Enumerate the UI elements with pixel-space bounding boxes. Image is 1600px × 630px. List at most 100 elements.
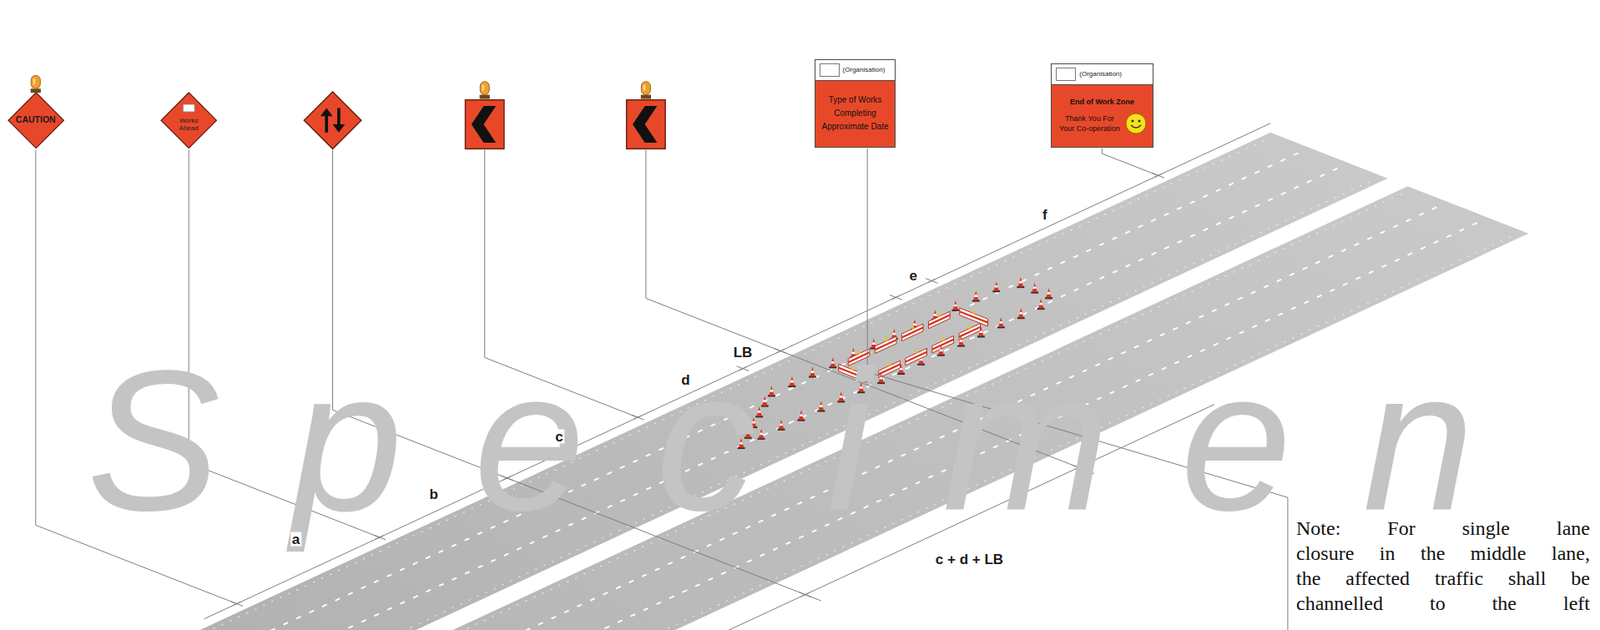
- cone-band: [879, 377, 884, 380]
- traffic-cone: [750, 417, 758, 429]
- dimension-tick: [892, 295, 901, 300]
- cone-base: [755, 415, 763, 418]
- watermark: Specimen: [86, 340, 1545, 541]
- cone-base: [877, 382, 885, 384]
- cone-body: [938, 345, 944, 356]
- dimension-label: d: [679, 372, 692, 387]
- barrier-board: [928, 311, 950, 329]
- sign-text: CAUTION: [15, 115, 56, 126]
- barrier-board: [905, 348, 928, 365]
- cone-body: [789, 376, 795, 387]
- cone-body: [738, 438, 744, 449]
- dimension-lines: [204, 123, 1272, 630]
- sign-leader-line: [188, 150, 380, 538]
- arrow-symbol: [333, 107, 346, 132]
- cone-base: [737, 447, 746, 450]
- traffic-cone: [755, 406, 763, 418]
- traffic-cone: [788, 376, 797, 388]
- cone-band: [1047, 292, 1051, 295]
- lane-marking: [0, 150, 1305, 630]
- cone-base: [957, 344, 965, 347]
- board-header: (Organisation): [1051, 64, 1152, 86]
- dimension-tick: [631, 414, 645, 420]
- barrier-lamp: [968, 325, 972, 329]
- cone-band: [899, 368, 904, 371]
- cone-band: [892, 333, 896, 336]
- sign-plate: [182, 104, 195, 112]
- two-way-traffic-sign: [303, 91, 361, 149]
- barrier-stripe: [958, 326, 981, 339]
- barrier-board: [901, 323, 924, 341]
- cone-band: [918, 358, 923, 362]
- traffic-cone: [808, 367, 817, 379]
- barrier-stripe: [874, 338, 897, 351]
- barrier-stripe: [878, 363, 901, 375]
- traffic-cone: [744, 428, 753, 440]
- traffic-cone: [829, 357, 838, 369]
- traffic-cone: [1044, 287, 1053, 299]
- sign-leader-line: [867, 148, 869, 373]
- cone-band: [994, 285, 999, 288]
- traffic-cone: [837, 391, 845, 403]
- cone-band: [859, 386, 864, 389]
- dimension-tick: [736, 366, 750, 372]
- cone-band: [779, 423, 783, 426]
- cone-body: [878, 373, 884, 384]
- barrier-board: [959, 307, 989, 327]
- barrier-board: [878, 360, 901, 378]
- flashing-lamp: [30, 75, 41, 93]
- flashing-lamp: [641, 81, 652, 100]
- cone-body: [1018, 277, 1024, 288]
- cone-body: [768, 385, 774, 396]
- cone-band: [1039, 302, 1043, 306]
- logo-box: [1055, 67, 1076, 81]
- lamp-highlight: [643, 84, 646, 91]
- cone-band: [1019, 281, 1023, 284]
- board-heading: End of Work Zone: [1070, 96, 1135, 108]
- cone-base: [744, 437, 753, 440]
- logo-box: [819, 63, 840, 77]
- dimension-label: LB: [731, 344, 755, 359]
- traffic-cone: [997, 317, 1005, 329]
- note-leader-line: [867, 372, 1288, 630]
- cone-body: [798, 410, 804, 421]
- cone-base: [808, 375, 817, 378]
- traffic-cone: [1016, 277, 1025, 288]
- smiley-eye: [1130, 120, 1134, 123]
- cone-body: [838, 391, 844, 402]
- edge-marking: [0, 137, 1272, 630]
- barrier-board: [932, 336, 954, 354]
- cone-base: [757, 438, 766, 440]
- dimension-tick: [774, 348, 788, 354]
- cone-base: [837, 400, 845, 403]
- cone-body: [762, 396, 768, 407]
- chevron-symbol: [632, 105, 657, 143]
- barrier-board: [958, 323, 981, 341]
- cone-body: [751, 417, 757, 428]
- dimension-label: b: [427, 486, 440, 501]
- dimension-tick: [633, 415, 642, 420]
- traffic-cone: [992, 281, 1000, 293]
- cone-body: [858, 382, 864, 393]
- barrier-lamp: [914, 350, 919, 354]
- barrier-lamp: [910, 325, 914, 329]
- arrow-symbol: [320, 107, 334, 132]
- cone-band: [1019, 312, 1023, 315]
- traffic-cone: [869, 338, 878, 349]
- cone-body: [958, 336, 964, 347]
- cone-band: [739, 442, 743, 445]
- traffic-cone: [877, 373, 885, 384]
- cone-base: [857, 391, 865, 394]
- signs: [30, 75, 666, 149]
- cone-base: [937, 354, 945, 357]
- cone-band: [769, 389, 773, 393]
- cone-body: [973, 291, 979, 302]
- smiley-eye: [1137, 120, 1141, 123]
- sign-leader-line: [35, 150, 238, 605]
- dimension-tick: [500, 475, 514, 481]
- dimension-tick: [776, 348, 785, 354]
- chevron-sign: [464, 100, 504, 150]
- warning-sign: CAUTION: [7, 91, 65, 149]
- cone-base: [777, 429, 786, 431]
